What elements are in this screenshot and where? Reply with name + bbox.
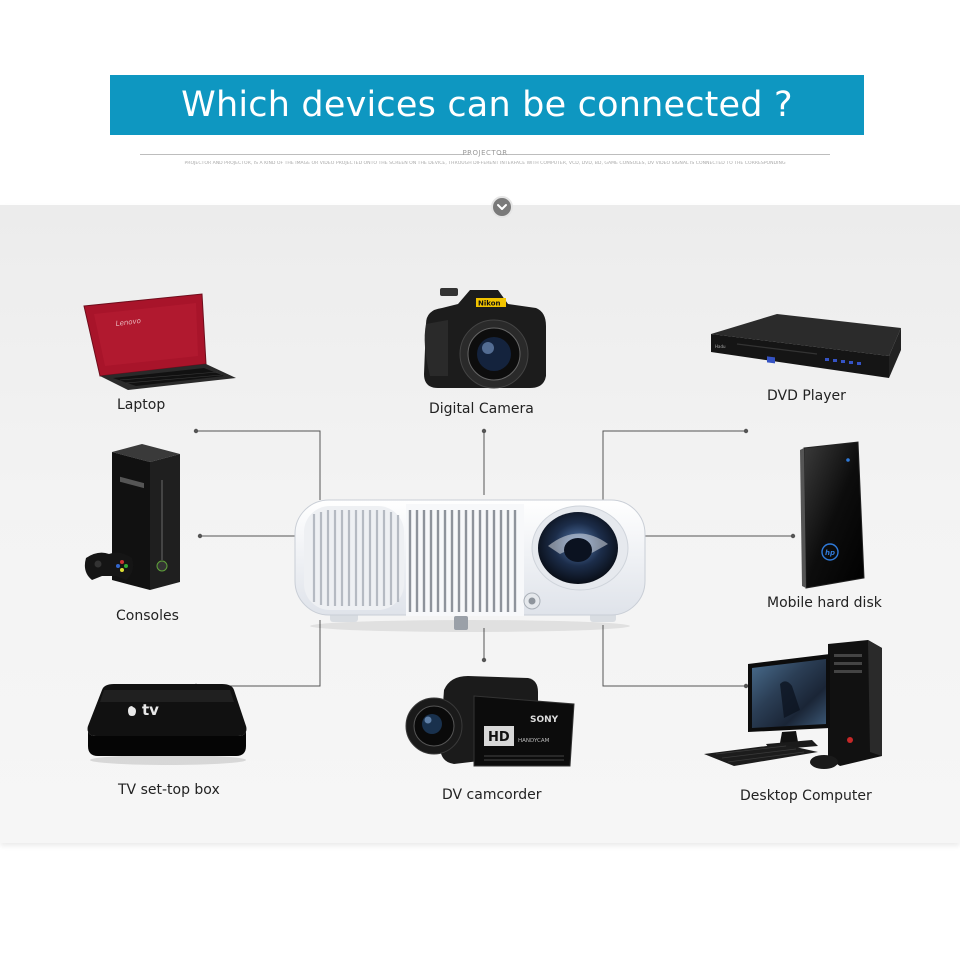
console-image [84,444,180,590]
line-dvd [602,430,746,500]
label-laptop: Laptop [117,397,166,413]
line-tvbox [196,620,321,687]
section-subheader: PROJECTOR [140,146,830,166]
scroll-down-button[interactable] [491,196,513,218]
divider-left [140,154,470,155]
desktop-computer-image [704,640,882,769]
chevron-down-icon [497,204,507,210]
laptop-image: Lenovo [83,293,236,390]
page-title: Which devices can be connected ? [181,85,793,125]
divider-right [498,154,830,155]
node-laptop [193,428,199,434]
node-dvd [743,428,749,434]
camcorder-brand: SONY [530,715,559,725]
tv-box-brand: tv [142,701,159,719]
camcorder-image: SONY HD HANDYCAM [405,676,575,767]
camera-brand: Nikon [478,300,501,308]
node-hdd [790,533,796,539]
hard-disk-image: hp [800,441,865,589]
dvd-player-image: Hadu [711,314,901,378]
page-title-banner: Which devices can be connected ? [110,75,864,135]
camcorder-line: HANDYCAM [518,738,550,744]
line-laptop [196,430,321,500]
node-desktop [743,683,749,689]
label-consoles: Consoles [116,608,179,624]
svg-text:Hadu: Hadu [715,344,726,349]
camcorder-hd-badge: HD [488,730,510,745]
projector-image [294,499,646,632]
label-digital-camera: Digital Camera [429,401,534,417]
hdd-brand: hp [825,549,835,557]
node-camera [481,428,487,434]
label-mobile-hard-disk: Mobile hard disk [767,595,882,611]
camera-image: Nikon [424,288,546,389]
label-dvd-player: DVD Player [767,388,846,404]
label-dv-camcorder: DV camcorder [442,787,542,803]
line-desktop [602,625,746,687]
subheader-description: PROJECTOR AND PROJECTOR, IS A KIND OF TH… [184,161,786,166]
node-camcorder [481,657,487,663]
tv-box-image: tv [87,684,247,765]
subheader-title: PROJECTOR [462,149,508,157]
node-consoles [197,533,203,539]
label-tv-set-top-box: TV set-top box [118,782,220,798]
label-desktop-computer: Desktop Computer [740,788,872,804]
laptop-brand: Lenovo [115,317,141,328]
